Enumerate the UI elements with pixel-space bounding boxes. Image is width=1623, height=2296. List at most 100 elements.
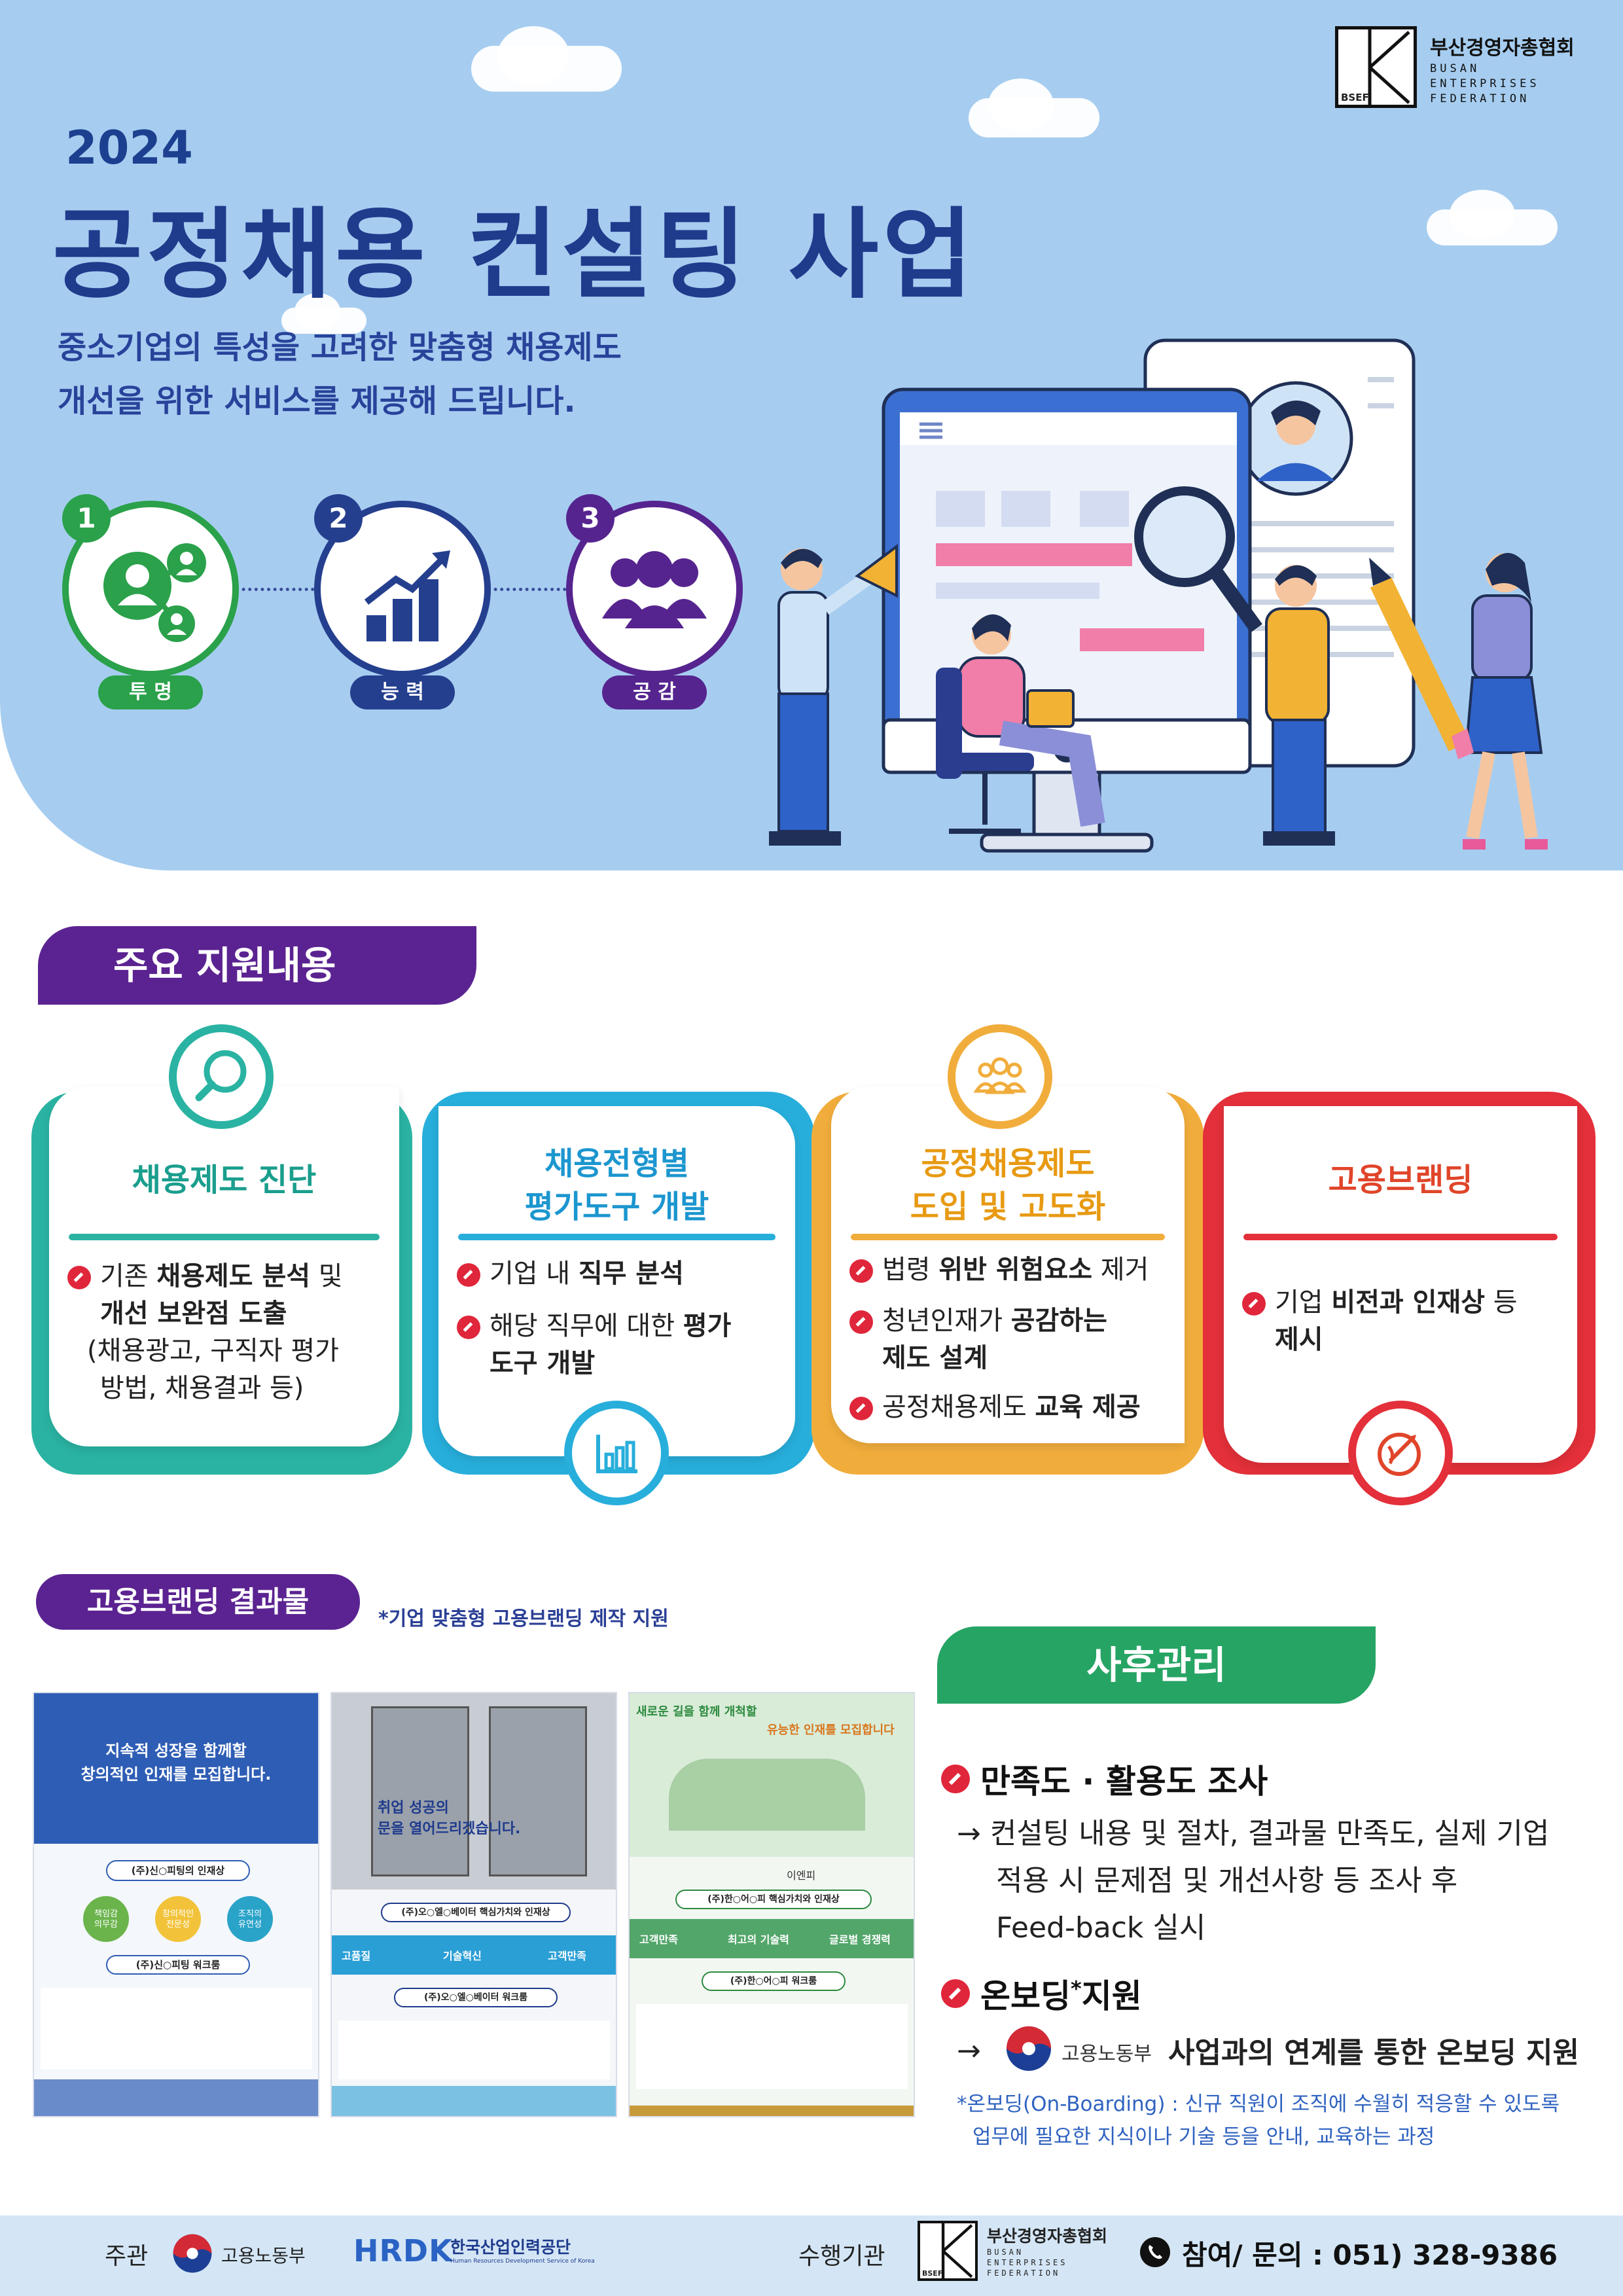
elevator-door	[489, 1706, 587, 1876]
sample-company-tag: (주)신○피팅의 인재상	[106, 1860, 250, 1881]
bsef-logo-mark: BSEF	[918, 2221, 978, 2281]
phone-icon	[1140, 2237, 1170, 2267]
values-band	[630, 1919, 914, 1958]
page-title: 공정채용 컨설팅 사업	[52, 198, 977, 312]
arrow-bullet-icon	[849, 1259, 873, 1283]
contact-number[interactable]: 참여/ 문의 : 051) 328-9386	[1182, 2239, 1558, 2271]
aftercare-onboarding-line: →	[957, 2028, 981, 2075]
card-divider	[69, 1234, 380, 1240]
value-line: 책임감	[94, 1909, 118, 1919]
sample-value: 고객만족	[548, 1950, 586, 1962]
body-line: Feed-back 실시	[996, 1911, 1206, 1945]
bullet-text: 청년인재가	[882, 1306, 1011, 1336]
step-label: 투 명	[98, 675, 203, 709]
body-line: → 컨설팅 내용 및 절차, 결과물 만족도, 실제 기업	[957, 1817, 1550, 1850]
logo-en-line: ENTERPRISES	[987, 2258, 1068, 2267]
logo-en-line: BUSAN	[987, 2248, 1024, 2257]
sample-value: 최고의 기술력	[728, 1933, 789, 1946]
aftercare-item-title: 온보딩*지원	[980, 1970, 1142, 2017]
step-label: 능 력	[350, 675, 455, 709]
step-label: 공 감	[602, 675, 707, 709]
section-tag-branding: 고용브랜딩 결과물	[36, 1574, 360, 1630]
text-seg: 온보딩 지원	[1436, 2036, 1580, 2070]
value-line: 전문성	[166, 1920, 190, 1929]
bullet-text: 공정채용제도	[882, 1392, 1035, 1422]
step-connector	[488, 588, 573, 591]
logo-abbr: BSEF	[922, 2269, 943, 2278]
hrdk-logo: HRDK	[353, 2233, 453, 2269]
card-title-line: 공정채용제도	[921, 1145, 1095, 1182]
sample-text-block	[338, 2020, 610, 2079]
logo-abbr: BSEF	[1341, 92, 1369, 103]
footer-ministry: 고용노동부	[221, 2245, 306, 2267]
factory-illustration	[669, 1759, 865, 1831]
title-text: 지원	[1081, 1977, 1142, 2015]
logo-name-kr: 부산경영자총협회	[987, 2227, 1108, 2246]
sample-headline-line: 유능한 인재를 모집합니다	[767, 1723, 895, 1737]
team-icon	[948, 1024, 1052, 1129]
onboarding-footnote: *온보딩(On-Boarding) : 신규 직원이 조직에 수월히 적응할 수…	[957, 2088, 1560, 2153]
card-title-line: 도입 및 고도화	[910, 1189, 1106, 1225]
bullet-text-bold: 비전과 인재상	[1331, 1287, 1486, 1318]
arrow-bullet-icon	[67, 1266, 91, 1289]
card-title: 채용전형별 평가도구 개발	[438, 1142, 795, 1229]
bullet-text-bold: 교육 제공	[1035, 1392, 1141, 1422]
branding-sample-2: 취업 성공의 문을 열어드리겠습니다. (주)오○엘○베이터 핵심가치와 인재상…	[330, 1692, 617, 2117]
step-connector	[236, 588, 321, 591]
step-transparency	[62, 501, 239, 677]
page-subtitle: 중소기업의 특성을 고려한 맞춤형 채용제도 개선을 위한 서비스를 제공해 드…	[58, 321, 622, 428]
bullet-text-bold: 공감하는	[1010, 1306, 1107, 1336]
footnote-line: 업무에 필요한 지식이나 기술 등을 안내, 교육하는 과정	[972, 2125, 1435, 2149]
card-bullet: 공정채용제도 교육 제공	[849, 1389, 1190, 1426]
arrow-glyph: →	[957, 2034, 981, 2068]
arrow-bullet-icon	[941, 1765, 970, 1793]
brand-target-icon	[1348, 1401, 1453, 1505]
group-people-icon	[602, 551, 707, 628]
value-line: 유연성	[238, 1920, 262, 1929]
sample-company-tag: (주)오○엘○베이터 핵심가치와 인재상	[381, 1903, 571, 1922]
logo-en-line: BUSAN	[1430, 62, 1480, 75]
arrow-bullet-icon	[849, 1397, 873, 1420]
text-seg: 사업과의	[1168, 2036, 1285, 2070]
sample-footer-bar	[630, 2106, 914, 2116]
bullet-text: 기업 내	[490, 1259, 579, 1289]
sample-text-block	[636, 2004, 908, 2089]
subtitle-line: 개선을 위한 서비스를 제공해 드립니다.	[58, 383, 576, 420]
year-label: 2024	[65, 121, 193, 175]
card-divider	[851, 1234, 1165, 1240]
card-divider	[458, 1234, 776, 1240]
bullet-note: 방법, 채용결과 등)	[100, 1373, 304, 1403]
support-card-evaluation-tools: 채용전형별 평가도구 개발 기업 내 직무 분석 해당 직무에 대한 평가 도구…	[438, 1106, 795, 1456]
host-label: 주관	[105, 2243, 149, 2270]
elevator-door	[371, 1706, 469, 1876]
cloud-decoration	[497, 26, 569, 85]
sample-value: 기술혁신	[443, 1950, 482, 1962]
arrow-bullet-icon	[849, 1310, 873, 1334]
operator-label: 수행기관	[798, 2243, 885, 2270]
card-title-line: 평가도구 개발	[524, 1189, 709, 1225]
ministry-emblem-icon	[1007, 2026, 1051, 2071]
hrdk-name-kr: 한국산업인력공단	[450, 2238, 571, 2257]
cloud-decoration	[1450, 190, 1515, 239]
bullet-text: 및	[310, 1261, 343, 1291]
step-number: 3	[566, 494, 615, 543]
sample-headline-line: 창의적인 인재를 모집합니다.	[80, 1765, 272, 1784]
card-bullet: 해당 직무에 대한 평가 도구 개발	[457, 1308, 797, 1382]
card-bullet: 법령 위반 위험요소 제거	[849, 1251, 1190, 1289]
sample-brand: 이엔피	[787, 1869, 816, 1882]
arrow-bullet-icon	[1242, 1292, 1266, 1316]
hero-section: BSEF 부산경영자총협회 BUSAN ENTERPRISES FEDERATI…	[0, 0, 1623, 870]
card-bullet: 기존 채용제도 분석 및 개선 보완점 도출 (채용광고, 구직자 평가 방법,…	[67, 1258, 408, 1407]
title-text: 온보딩	[980, 1977, 1071, 2015]
bullet-text: 제거	[1092, 1255, 1149, 1285]
branding-sample-3: 새로운 길을 함께 개척할 유능한 인재를 모집합니다 이엔피 (주)한○어○피…	[628, 1692, 915, 2117]
sample-value: 고품질	[342, 1950, 371, 1962]
bullet-text-bold: 제시	[1275, 1325, 1323, 1355]
bullet-text-bold: 제도 설계	[882, 1343, 988, 1373]
onboarding-text: 사업과의 연계를 통한 온보딩 지원	[1168, 2029, 1579, 2071]
sample-headline-line: 지속적 성장을 함께할	[105, 1742, 247, 1760]
recruitment-illustration	[769, 338, 1548, 853]
sample-headline: 지속적 성장을 함께할 창의적인 인재를 모집합니다.	[34, 1739, 318, 1786]
